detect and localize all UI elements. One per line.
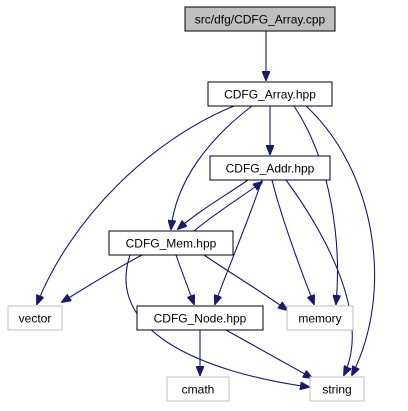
edge-cdfg-mem-hpp-to-string bbox=[125, 254, 309, 387]
node-cdfg-array-cpp[interactable]: src/dfg/CDFG_Array.cpp bbox=[184, 6, 336, 32]
edges-layer bbox=[37, 31, 376, 387]
node-label-vector: vector bbox=[19, 312, 52, 326]
node-cdfg-addr-hpp[interactable]: CDFG_Addr.hpp bbox=[209, 155, 331, 181]
node-label-cdfg-mem-hpp: CDFG_Mem.hpp bbox=[126, 237, 217, 251]
node-memory[interactable]: memory bbox=[286, 305, 354, 331]
edge-cdfg-addr-hpp-to-string bbox=[285, 179, 353, 375]
edge-cdfg-mem-hpp-to-cdfg-addr-hpp bbox=[193, 182, 262, 232]
node-cmath[interactable]: cmath bbox=[166, 376, 230, 402]
node-cdfg-array-hpp[interactable]: CDFG_Array.hpp bbox=[207, 81, 333, 107]
edge-cdfg-mem-hpp-to-cdfg-node-hpp bbox=[175, 254, 194, 304]
node-cdfg-mem-hpp[interactable]: CDFG_Mem.hpp bbox=[108, 230, 234, 256]
node-box-vector bbox=[7, 305, 63, 331]
nodes-layer: src/dfg/CDFG_Array.cppCDFG_Array.hppCDFG… bbox=[7, 6, 365, 402]
node-cdfg-node-hpp[interactable]: CDFG_Node.hpp bbox=[136, 305, 264, 331]
edge-cdfg-node-hpp-to-string bbox=[225, 329, 312, 378]
node-label-cdfg-array-cpp: src/dfg/CDFG_Array.cpp bbox=[195, 13, 326, 27]
edge-cdfg-array-hpp-to-vector bbox=[37, 105, 235, 304]
node-label-cdfg-array-hpp: CDFG_Array.hpp bbox=[224, 88, 316, 102]
node-label-cmath: cmath bbox=[182, 383, 215, 397]
node-box-cdfg-node-hpp bbox=[136, 305, 264, 331]
node-box-memory bbox=[286, 305, 354, 331]
edge-cdfg-mem-hpp-to-vector bbox=[62, 254, 143, 302]
node-label-memory: memory bbox=[298, 312, 341, 326]
node-string[interactable]: string bbox=[309, 376, 365, 402]
edge-cdfg-mem-hpp-to-memory bbox=[203, 254, 287, 310]
node-label-string: string bbox=[322, 383, 351, 397]
edge-cdfg-addr-hpp-to-cdfg-mem-hpp bbox=[178, 179, 249, 229]
edge-cdfg-array-hpp-to-cdfg-mem-hpp bbox=[171, 105, 253, 229]
edge-cdfg-addr-hpp-to-memory bbox=[271, 179, 314, 304]
edge-cdfg-array-hpp-to-memory bbox=[293, 105, 337, 304]
node-label-cdfg-addr-hpp: CDFG_Addr.hpp bbox=[226, 162, 315, 176]
node-vector[interactable]: vector bbox=[7, 305, 63, 331]
node-box-cdfg-array-hpp bbox=[207, 81, 333, 107]
node-box-cdfg-mem-hpp bbox=[108, 230, 234, 256]
node-box-cdfg-addr-hpp bbox=[209, 155, 331, 181]
node-box-cmath bbox=[166, 376, 230, 402]
edge-cdfg-addr-hpp-to-cdfg-node-hpp bbox=[215, 179, 263, 304]
node-label-cdfg-node-hpp: CDFG_Node.hpp bbox=[154, 312, 247, 326]
edge-cdfg-array-hpp-to-string bbox=[305, 105, 376, 375]
node-box-string bbox=[309, 376, 365, 402]
node-box-cdfg-array-cpp bbox=[184, 6, 336, 32]
